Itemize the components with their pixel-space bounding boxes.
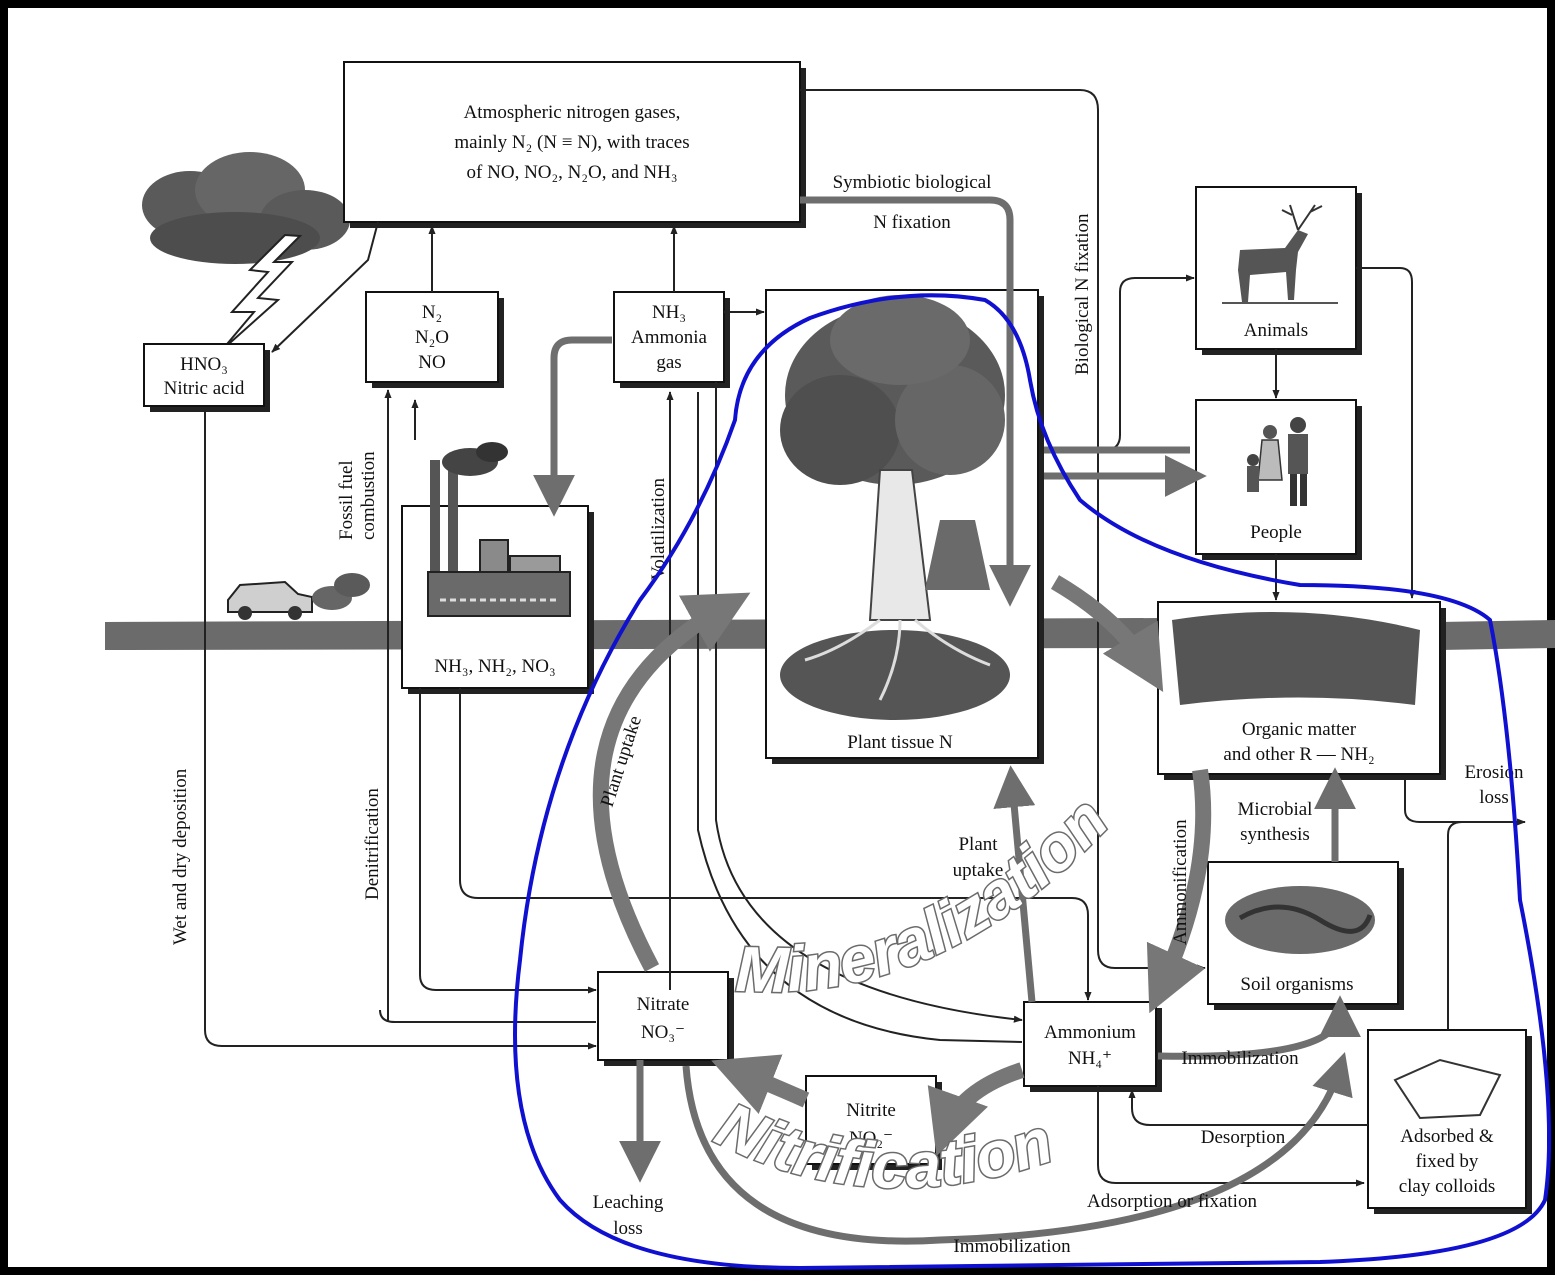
denitrification-label: Denitrification: [362, 788, 383, 900]
fertilizers-box: Fertilizers NH₃, NH₂, NO₃: [401, 442, 594, 694]
flow-arrows: [204, 89, 1526, 1187]
leaching-label-1: Leaching: [593, 1192, 664, 1213]
fertilizers-formula: NH₃, NH₂, NO₃: [434, 656, 555, 677]
animals-box: Animals: [1195, 186, 1362, 355]
fossil-fuel-label-2: combustion: [358, 451, 379, 540]
clay-line-3: clay colloids: [1399, 1176, 1496, 1197]
animals-label: Animals: [1244, 320, 1308, 341]
gas-label: gas: [656, 352, 681, 373]
immobilization-label-mid: Immobilization: [1181, 1048, 1299, 1069]
nitrogen-gases-box: N₂ N₂O NO: [365, 291, 504, 388]
wet-dry-deposition-label: Wet and dry deposition: [170, 768, 191, 945]
mineralization-label: Mineralization: [735, 783, 1122, 1006]
nitrite-box: Nitrite NO₂⁻: [805, 1075, 942, 1170]
ammonium-formula: NH₄⁺: [1068, 1048, 1112, 1069]
atmosphere-box: Atmospheric nitrogen gases, mainly N₂ (N…: [343, 61, 806, 228]
people-box: People: [1195, 399, 1362, 560]
nitrate-label: Nitrate: [637, 994, 690, 1015]
atmosphere-line-2: mainly N₂ (N ≡ N), with traces: [454, 132, 689, 153]
hno3-formula: HNO₃: [180, 354, 228, 375]
fertilizers-title: Fertilizers: [450, 626, 540, 647]
clay-line-2: fixed by: [1416, 1151, 1479, 1172]
atmosphere-line-1: Atmospheric nitrogen gases,: [464, 102, 681, 123]
nitrite-formula: NO₂⁻: [849, 1128, 893, 1149]
n2-label: N₂: [422, 302, 442, 323]
no-label: NO: [418, 352, 445, 373]
tree-icon: [780, 295, 1010, 720]
ammonium-box: Ammonium NH₄⁺: [1023, 1001, 1162, 1092]
adsorption-label: Adsorption or fixation: [1087, 1191, 1257, 1212]
organic-matter-texture: [1172, 612, 1420, 705]
organic-matter-box: Organic matter and other R — NH₂: [1157, 601, 1446, 780]
ammonium-label: Ammonium: [1044, 1022, 1136, 1043]
nitrate-box: Nitrate NO₃⁻: [597, 971, 734, 1066]
plant-tissue-label: Plant tissue N: [847, 732, 953, 753]
desorption-label: Desorption: [1201, 1127, 1286, 1148]
soil-organisms-icon: [1225, 886, 1375, 954]
ammonia-gas-box: NH₃ Ammonia gas: [613, 291, 730, 388]
microbial-synthesis-label-1: Microbial: [1238, 799, 1313, 820]
people-icon: [1247, 417, 1308, 506]
storm-cloud-icon: [142, 152, 350, 351]
biological-fixation-label: Biological N fixation: [1072, 213, 1093, 375]
ammonification-label: Ammonification: [1170, 819, 1191, 945]
people-label: People: [1250, 522, 1302, 543]
organic-matter-line-1: Organic matter: [1242, 719, 1357, 740]
highlight-outline: [513, 293, 1552, 1271]
nitrate-formula: NO₃⁻: [641, 1022, 685, 1043]
microbial-synthesis-label-2: synthesis: [1240, 824, 1310, 845]
atmosphere-line-3: of NO, NO₂, N₂O, and NH₃: [467, 162, 678, 183]
plant-uptake-label-2: uptake: [953, 860, 1004, 881]
symbiotic-label-2: N fixation: [873, 212, 951, 233]
soil-organisms-label: Soil organisms: [1240, 974, 1353, 995]
ammonia-label: Ammonia: [631, 327, 708, 348]
clay-colloids-box: Adsorbed & fixed by clay colloids: [1367, 1029, 1532, 1214]
nitric-acid-box: HNO₃ Nitric acid: [143, 343, 270, 412]
soil-organisms-box: Soil organisms: [1207, 861, 1404, 1010]
car-icon: [227, 573, 370, 620]
volatilization-label: Volatilization: [648, 477, 669, 580]
symbiotic-label-1: Symbiotic biological: [833, 172, 992, 193]
nh3-formula: NH₃: [652, 302, 686, 323]
organic-matter-line-2: and other R — NH₂: [1223, 744, 1374, 765]
deer-icon: [1222, 204, 1338, 304]
immobilization-label-bottom: Immobilization: [953, 1236, 1071, 1257]
ground-strip-right: [1440, 620, 1555, 650]
fossil-fuel-label-1: Fossil fuel: [336, 460, 357, 540]
hno3-label: Nitric acid: [164, 378, 245, 399]
nitrite-label: Nitrite: [846, 1100, 896, 1121]
clay-particle-icon: [1393, 1058, 1502, 1120]
gray-flow-arrows: [533, 196, 1361, 1245]
factory-icon: [427, 442, 571, 617]
plant-tissue-box: Plant tissue N: [765, 289, 1044, 764]
clay-line-1: Adsorbed &: [1400, 1126, 1494, 1147]
plant-uptake-label-1: Plant: [958, 834, 998, 855]
erosion-label-2: loss: [1479, 787, 1509, 808]
leaching-label-2: loss: [613, 1218, 643, 1239]
erosion-label-1: Erosion: [1464, 762, 1524, 783]
n2o-label: N₂O: [415, 327, 449, 348]
